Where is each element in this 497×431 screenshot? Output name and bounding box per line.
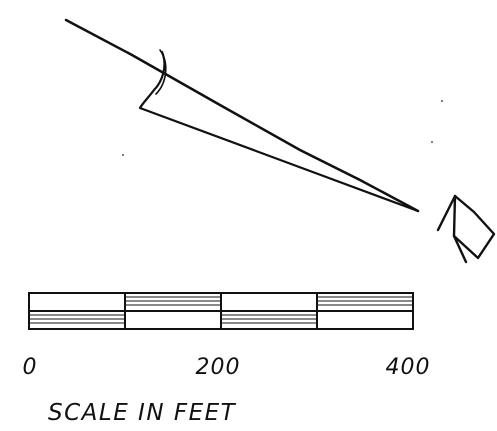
speck (122, 154, 124, 156)
wedge-outline (138, 50, 420, 213)
scale-bar (28, 292, 414, 330)
scale-segment-3-hatch (221, 314, 317, 324)
scale-title: SCALE IN FEET (48, 400, 237, 426)
speck (431, 141, 433, 143)
scale-tick-label-200: 200 (196, 355, 241, 380)
scale-tick-label-0: 0 (23, 355, 38, 380)
wedge-curved-end (155, 49, 167, 95)
speck (441, 100, 443, 102)
parallelogram-tail (436, 194, 468, 264)
scale-segment-4-hatch (317, 296, 413, 306)
scale-segment-1-hatch (29, 314, 125, 324)
parallelogram-symbol (452, 194, 496, 260)
scale-tick-label-400: 400 (386, 355, 431, 380)
scale-segment-2-hatch (125, 296, 221, 306)
diagonal-line (64, 18, 420, 213)
